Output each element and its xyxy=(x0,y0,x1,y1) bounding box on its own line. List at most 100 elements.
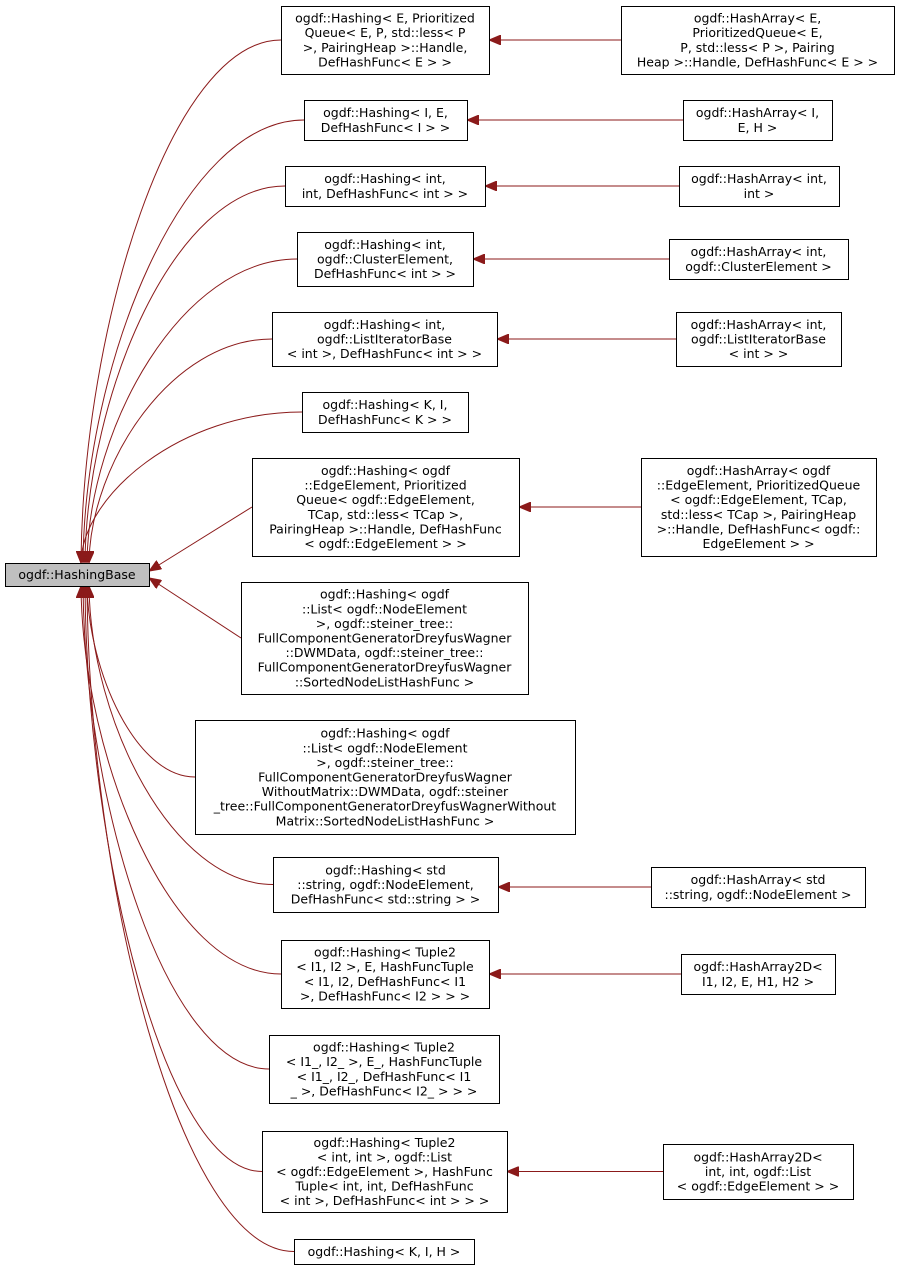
hashing-node-h5[interactable]: ogdf::Hashing< int,ogdf::ListIteratorBas… xyxy=(272,312,498,367)
hashing-node-label-line: >, PairingHeap >::Handle, xyxy=(303,40,468,55)
hasharray-node-label-line: ogdf::ClusterElement > xyxy=(685,259,831,274)
hasharray-node-label-line: EdgeElement > > xyxy=(702,536,814,551)
hashing-node-label-line: >, ogdf::steiner_tree:: xyxy=(316,616,453,631)
hashing-node-label-line: Tuple< int, int, DefHashFunc xyxy=(294,1179,473,1194)
hashing-node-label-line: >, DefHashFunc< I2 > > > xyxy=(300,988,470,1003)
hashing-node-label-line: ::SortedNodeListHashFunc > xyxy=(295,674,474,689)
hashing-node-label-line: ::string, ogdf::NodeElement, xyxy=(297,877,474,892)
hashing-node-label-line: ogdf::Hashing< std xyxy=(325,862,446,877)
root-node-root[interactable]: ogdf::HashingBase xyxy=(5,563,150,587)
hasharray-node-a2[interactable]: ogdf::HashArray< I,E, H > xyxy=(683,100,833,141)
hashing-node-label-line: ::DWMData, ogdf::steiner_tree:: xyxy=(285,645,483,660)
hashing-node-label-line: DefHashFunc< I > > xyxy=(321,120,450,135)
hashing-node-label-line: ogdf::Hashing< E, Prioritized xyxy=(295,11,475,26)
hasharray-node-box xyxy=(651,867,866,908)
hashing-node-label-line: _tree::FullComponentGeneratorDreyfusWagn… xyxy=(213,799,557,814)
hashing-node-h10[interactable]: ogdf::Hashing< std::string, ogdf::NodeEl… xyxy=(273,857,499,913)
inherit-edge-h8 xyxy=(150,579,242,639)
hashing-node-label-line: ::EdgeElement, Prioritized xyxy=(304,478,466,493)
hashing-node-label-line: DefHashFunc< E > > xyxy=(318,54,452,69)
hasharray-node-label-line: E, H > xyxy=(738,120,778,135)
hashing-node-h14[interactable]: ogdf::Hashing< K, I, H > xyxy=(294,1239,475,1265)
hasharray-node-a11[interactable]: ogdf::HashArray2D<I1, I2, E, H1, H2 > xyxy=(681,954,836,995)
hashing-node-h2[interactable]: ogdf::Hashing< I, E,DefHashFunc< I > > xyxy=(304,100,468,141)
inherit-edge-h7 xyxy=(150,506,253,571)
hasharray-node-box xyxy=(676,312,842,367)
hasharray-node-a10[interactable]: ogdf::HashArray< std::string, ogdf::Node… xyxy=(651,867,866,908)
hashing-node-box xyxy=(304,100,468,141)
hashing-node-h4[interactable]: ogdf::Hashing< int,ogdf::ClusterElement,… xyxy=(297,232,474,287)
hashing-node-label-line: ogdf::Hashing< Tuple2 xyxy=(314,945,456,960)
hashing-node-box xyxy=(281,940,490,1009)
hashing-node-label-line: FullComponentGeneratorDreyfusWagner xyxy=(258,660,513,675)
hasharray-node-label-line: ogdf::HashArray< int, xyxy=(691,244,827,259)
hashing-node-box xyxy=(285,166,486,207)
hashing-node-h11[interactable]: ogdf::Hashing< Tuple2< I1, I2 >, E, Hash… xyxy=(281,940,490,1009)
hashing-node-label-line: DefHashFunc< int > > xyxy=(314,266,456,281)
hasharray-node-a5[interactable]: ogdf::HashArray< int,ogdf::ListIteratorB… xyxy=(676,312,842,367)
hashing-node-label-line: ::List< ogdf::NodeElement xyxy=(302,601,467,616)
hashing-node-label-line: < I1_, I2_, DefHashFunc< I1 xyxy=(297,1069,472,1084)
hasharray-node-label-line: ogdf::HashArray< E, xyxy=(694,11,821,26)
hasharray-node-label-line: >::Handle, DefHashFunc< ogdf:: xyxy=(657,521,861,536)
inherit-edge-h4 xyxy=(87,258,298,562)
hasharray-node-label-line: ogdf::HashArray< std xyxy=(691,872,826,887)
hashing-node-box xyxy=(269,1035,500,1104)
hashing-node-label-line: DefHashFunc< K > > xyxy=(318,412,452,427)
hashing-node-box xyxy=(241,582,529,695)
hasharray-node-label-line: P, std::less< P >, Pairing xyxy=(680,40,834,55)
inherit-edge-h5 xyxy=(89,338,273,562)
hasharray-node-a4[interactable]: ogdf::HashArray< int,ogdf::ClusterElemen… xyxy=(669,239,849,280)
hashing-node-label-line: ogdf::Hashing< K, I, xyxy=(323,397,448,412)
hashing-node-h12[interactable]: ogdf::Hashing< Tuple2< I1_, I2_ >, E_, H… xyxy=(269,1035,500,1104)
hasharray-node-label-line: int, int, ogdf::List xyxy=(705,1164,811,1179)
hashing-node-label-line: ogdf::Hashing< Tuple2 xyxy=(313,1040,455,1055)
hasharray-node-a3[interactable]: ogdf::HashArray< int,int > xyxy=(679,166,840,207)
hashing-node-label-line: FullComponentGeneratorDreyfusWagner xyxy=(258,631,513,646)
hashing-node-label-line: >, ogdf::steiner_tree:: xyxy=(316,755,453,770)
hasharray-node-box xyxy=(641,458,877,557)
inherit-edge-h9 xyxy=(87,587,196,778)
inherit-edge-h14 xyxy=(87,587,295,1252)
hasharray-node-label-line: ogdf::HashArray< I, xyxy=(696,105,819,120)
hasharray-node-label-line: ogdf::HashArray< ogdf xyxy=(687,463,831,478)
inherit-edge-h1 xyxy=(81,39,282,562)
hasharray-node-a1[interactable]: ogdf::HashArray< E,PrioritizedQueue< E,P… xyxy=(621,6,895,75)
hashing-node-label-line: ogdf::Hashing< ogdf xyxy=(320,726,450,741)
hashing-node-label-line: ogdf::Hashing< Tuple2 xyxy=(314,1135,456,1150)
root-node-box xyxy=(5,563,150,587)
hasharray-node-label-line: < ogdf::EdgeElement > > xyxy=(677,1179,839,1194)
edge-layer xyxy=(81,40,683,1252)
hashing-node-label-line: < int >, DefHashFunc< int > > xyxy=(287,346,482,361)
hashing-node-h7[interactable]: ogdf::Hashing< ogdf::EdgeElement, Priori… xyxy=(252,458,520,557)
hashing-node-h8[interactable]: ogdf::Hashing< ogdf::List< ogdf::NodeEle… xyxy=(241,582,529,695)
hashing-node-label-line: ogdf::Hashing< K, I, H > xyxy=(308,1244,461,1259)
hashing-node-box xyxy=(252,458,520,557)
inherit-edge-h3 xyxy=(85,185,286,562)
hashing-node-label-line: WithoutMatrix::DWMData, ogdf::steiner xyxy=(262,784,509,799)
hashing-node-label-line: < I1, I2 >, E, HashFuncTuple xyxy=(296,959,474,974)
hashing-node-box xyxy=(294,1239,475,1265)
hashing-node-label-line: < int, int >, ogdf::List xyxy=(317,1149,452,1164)
hasharray-node-a7[interactable]: ogdf::HashArray< ogdf::EdgeElement, Prio… xyxy=(641,458,877,557)
hashing-node-label-line: TCap, std::less< TCap >, xyxy=(307,507,463,522)
hashing-node-label-line: PairingHeap >::Handle, DefHashFunc xyxy=(269,521,502,536)
hashing-node-box xyxy=(195,720,576,835)
hashing-node-h3[interactable]: ogdf::Hashing< int,int, DefHashFunc< int… xyxy=(285,166,486,207)
hasharray-node-label-line: ogdf::HashArray2D< xyxy=(693,1149,822,1164)
hasharray-node-a13[interactable]: ogdf::HashArray2D<int, int, ogdf::List< … xyxy=(663,1144,854,1200)
hasharray-node-label-line: ogdf::HashArray< int, xyxy=(691,317,827,332)
hasharray-node-box xyxy=(683,100,833,141)
hashing-node-h13[interactable]: ogdf::Hashing< Tuple2< int, int >, ogdf:… xyxy=(262,1131,508,1213)
hashing-node-h6[interactable]: ogdf::Hashing< K, I,DefHashFunc< K > > xyxy=(302,392,469,433)
hashing-node-box xyxy=(262,1131,508,1213)
hashing-node-h1[interactable]: ogdf::Hashing< E, PrioritizedQueue< E, P… xyxy=(281,6,490,75)
hashing-node-label-line: ogdf::Hashing< int, xyxy=(324,317,445,332)
hashing-node-label-line: Queue< ogdf::EdgeElement, xyxy=(296,492,475,507)
inherit-edge-h6 xyxy=(81,411,303,562)
hasharray-node-label-line: I1, I2, E, H1, H2 > xyxy=(702,974,814,989)
hasharray-node-label-line: < ogdf::EdgeElement, TCap, xyxy=(670,492,847,507)
hashing-node-h9[interactable]: ogdf::Hashing< ogdf::List< ogdf::NodeEle… xyxy=(195,720,576,835)
hashing-node-box xyxy=(297,232,474,287)
